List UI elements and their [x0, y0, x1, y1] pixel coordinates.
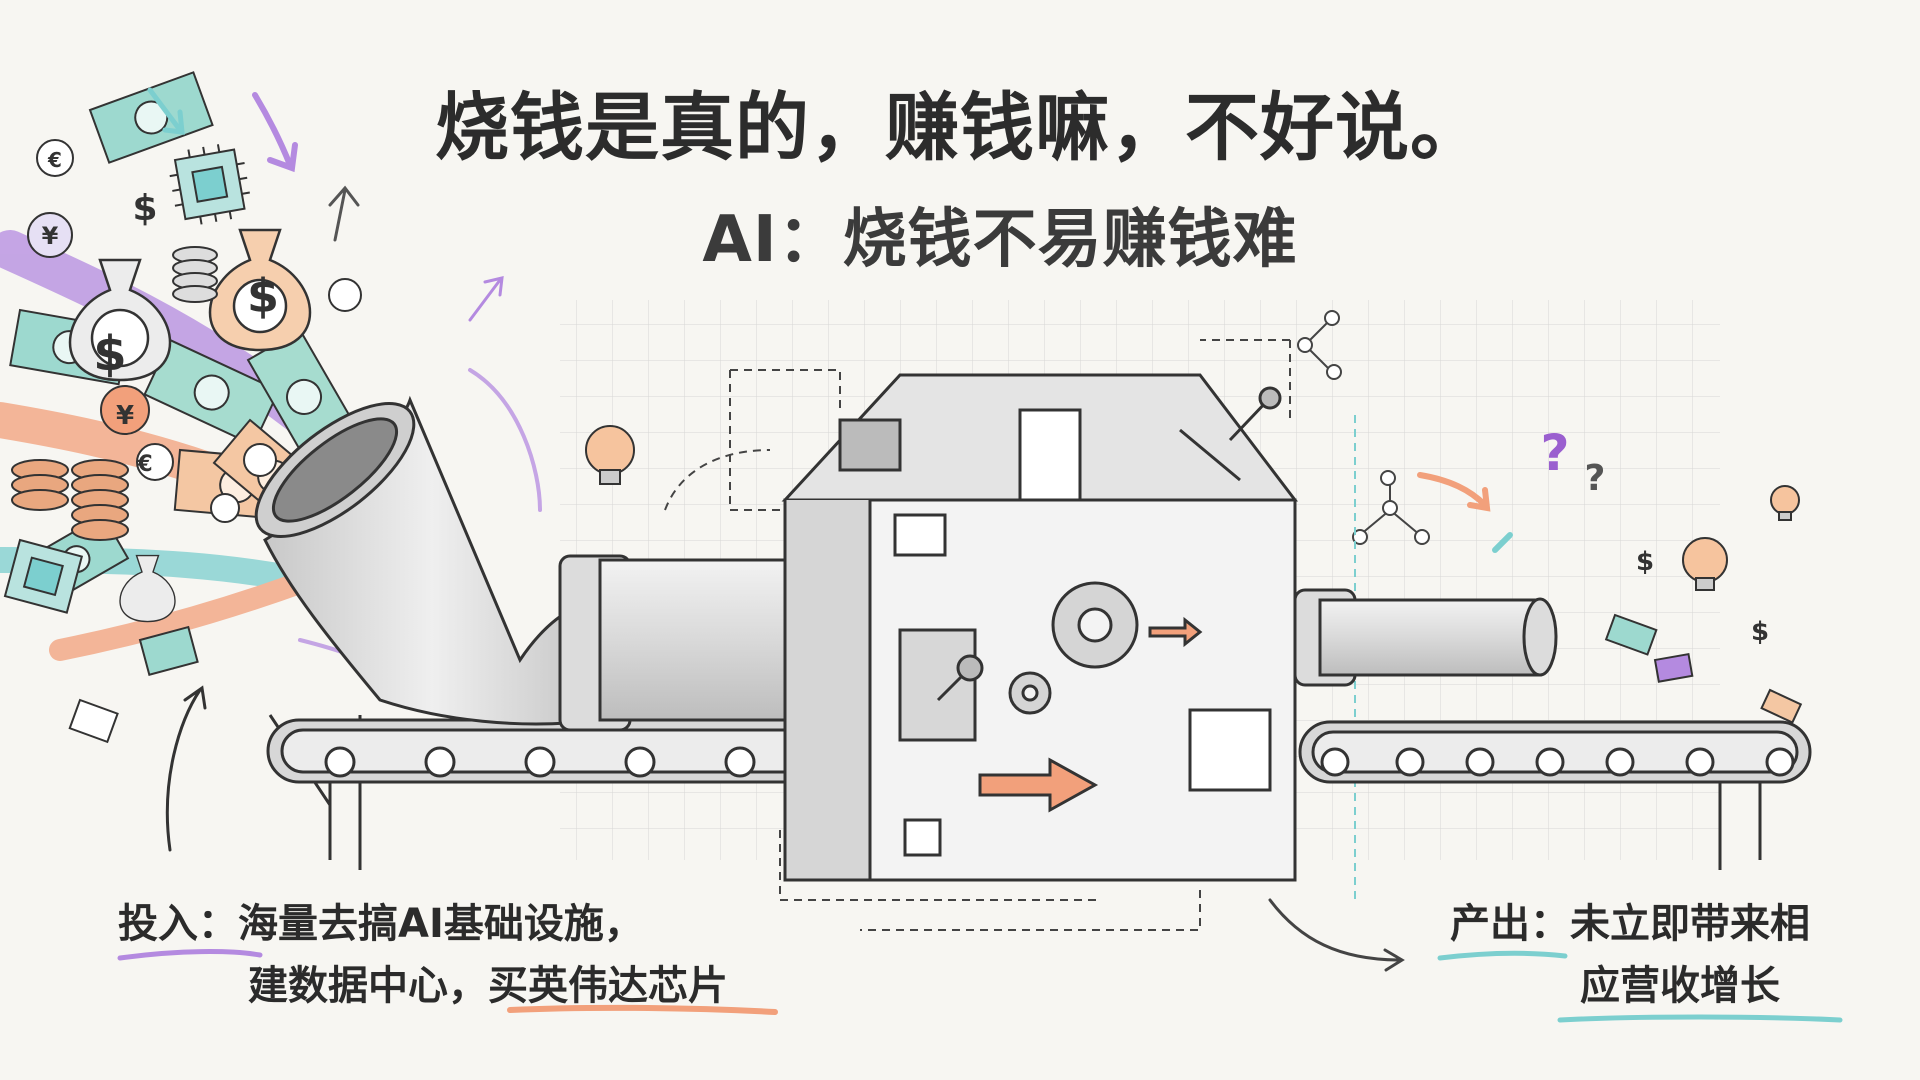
dollar-sign-icon: $	[1636, 547, 1654, 577]
subtitle: AI：烧钱不易赚钱难	[702, 203, 1298, 277]
input-caption-line2: 建数据中心，买英伟达芯片	[118, 955, 728, 1017]
euro-sign-icon: €	[136, 452, 152, 477]
output-pipe	[1293, 588, 1558, 687]
caption-underlines	[117, 949, 1843, 1023]
question-mark-icon: ?	[1540, 424, 1569, 482]
flow-arrows-right	[1268, 472, 1513, 972]
dollar-sign-icon: $	[93, 326, 126, 382]
processing-machine	[781, 373, 1299, 882]
dollar-sign-icon: $	[1751, 617, 1769, 647]
euro-sign-icon: €	[47, 148, 62, 172]
flow-arrows-left	[147, 87, 504, 852]
output-caption-line1: 产出：未立即带来相	[1450, 893, 1810, 955]
lightbulb-icons	[585, 425, 1800, 591]
conveyor-right	[1298, 720, 1812, 870]
output-line2: 应营收增长	[1580, 963, 1780, 1009]
input-label: 投入：	[118, 901, 238, 947]
input-line2a: 建数据中心，	[248, 963, 488, 1009]
input-caption: 投入：海量去搞AI基础设施， 建数据中心，买英伟达芯片	[118, 893, 728, 1017]
dollar-sign-icon: $	[132, 188, 157, 229]
output-caption: 产出：未立即带来相 应营收增长	[1450, 893, 1810, 1017]
output-line1: 未立即带来相	[1570, 901, 1810, 947]
yen-sign-icon: ¥	[42, 222, 59, 250]
coin-stacks	[11, 246, 218, 541]
input-line1: 海量去搞AI基础设施，	[238, 901, 644, 947]
output-label: 产出：	[1450, 901, 1570, 947]
coins	[27, 139, 362, 523]
input-caption-line1: 投入：海量去搞AI基础设施，	[118, 893, 728, 955]
yen-sign-icon: ¥	[116, 401, 134, 431]
conveyor-left	[266, 714, 870, 880]
question-mark-icon: ?	[1585, 458, 1606, 499]
output-caption-line2: 应营收增长	[1450, 955, 1810, 1017]
money-bags	[68, 228, 312, 623]
input-line2b: 买英伟达芯片	[488, 963, 728, 1009]
main-title: 烧钱是真的，赚钱嘛，不好说。	[435, 85, 1485, 171]
network-nodes	[1297, 310, 1430, 545]
dollar-sign-icon: $	[247, 269, 279, 323]
currency-glyphs: $ $ $ ¥ ¥ € € $ $ ? ?	[42, 148, 1769, 647]
